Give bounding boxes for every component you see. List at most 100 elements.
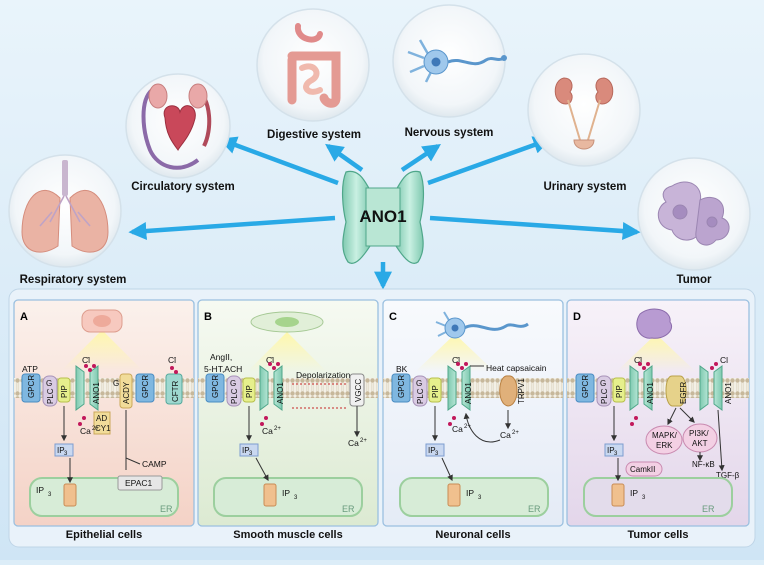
tumor-label: Tumor bbox=[677, 274, 712, 286]
nervous-label: Nervous system bbox=[405, 127, 494, 139]
panel-d-plc: PLC bbox=[600, 388, 609, 404]
panel-d-pi3k2: AKT bbox=[692, 439, 708, 448]
epac1-box bbox=[117, 475, 163, 491]
panel-c-ca2: Ca bbox=[500, 430, 511, 440]
svg-text:3: 3 bbox=[249, 451, 253, 457]
svg-text:-: - bbox=[87, 355, 89, 361]
g-plc-icon bbox=[42, 375, 58, 407]
panel-a-ano1: ANO1 bbox=[92, 382, 101, 404]
panel-d-camk: CamkII bbox=[630, 465, 655, 474]
gpcr-icon bbox=[205, 373, 225, 403]
circulatory-label: Circulatory system bbox=[131, 181, 235, 193]
panel-b-ca: Ca bbox=[262, 426, 273, 436]
panel-d-cl1: Cl bbox=[634, 355, 642, 365]
gpcr2-icon bbox=[135, 373, 155, 403]
ip3-icon bbox=[604, 443, 624, 457]
svg-text:3: 3 bbox=[64, 451, 68, 457]
svg-text:3: 3 bbox=[294, 495, 298, 501]
panel-c-beam bbox=[415, 334, 495, 372]
panel-b-ano1: ANO1 bbox=[276, 382, 285, 404]
smooth-muscle-nucleus-icon bbox=[275, 317, 299, 327]
digestive-label: Digestive system bbox=[267, 129, 361, 141]
tumor-cells-icon bbox=[657, 181, 730, 246]
panel-b-cl: Cl bbox=[266, 355, 274, 365]
panel-c-ip3: IP bbox=[428, 446, 436, 455]
panel-c-plc: PLC bbox=[416, 388, 425, 404]
adcy1-icon bbox=[93, 411, 111, 435]
panel-b-g: G bbox=[230, 379, 236, 388]
nervous-system: Nervous system bbox=[392, 4, 507, 139]
svg-text:-: - bbox=[639, 355, 641, 361]
intestine-icon bbox=[287, 23, 341, 108]
panel-c-er bbox=[399, 477, 549, 517]
svg-text:3: 3 bbox=[642, 495, 646, 501]
panel-a: A GPCR ATP G PLC PIP ANO1 Cl AD CY1 G AC… bbox=[13, 299, 195, 541]
panel-d-gpcr: GPCR bbox=[581, 375, 590, 398]
panel-a-arrows bbox=[61, 406, 141, 484]
tumor-system: Tumor bbox=[637, 157, 751, 286]
panel-a-cl2: Cl bbox=[168, 355, 176, 365]
ip3r-icon bbox=[63, 483, 77, 507]
ion-dots bbox=[448, 362, 468, 426]
ano1-channel-icon bbox=[447, 365, 471, 411]
panel-a-ip3: IP bbox=[57, 446, 65, 455]
ion-dots bbox=[630, 362, 718, 426]
svg-text:3: 3 bbox=[435, 451, 439, 457]
trpv1-icon bbox=[499, 375, 518, 407]
panel-a-letter: A bbox=[20, 311, 28, 323]
ip3r-icon bbox=[263, 483, 277, 507]
panel-c-g: G bbox=[416, 379, 422, 388]
respiratory-system: Respiratory system bbox=[8, 154, 127, 286]
lungs-icon bbox=[21, 160, 109, 253]
panel-b-ago2: 5-HT,ACH bbox=[204, 364, 242, 374]
egfr-icon bbox=[665, 375, 687, 407]
panel-c-ano1: ANO1 bbox=[464, 382, 473, 404]
circulatory-system: Circulatory system bbox=[125, 73, 235, 193]
urinary-system: Urinary system bbox=[527, 53, 641, 193]
panel-a-g1: G bbox=[46, 379, 52, 388]
panel-a-cftr: CFTR bbox=[171, 380, 180, 402]
panel-a-ca: Ca bbox=[80, 426, 91, 436]
panel-a-camp: CAMP bbox=[142, 459, 167, 469]
mapk-erk-bubble bbox=[645, 425, 683, 455]
panel-d-mapk2: ERK bbox=[656, 441, 673, 450]
panel-d-arrows bbox=[611, 406, 725, 482]
panel-d-mapk1: MAPK/ bbox=[652, 431, 678, 440]
panel-d-ip3: IP bbox=[607, 446, 615, 455]
panel-d-ano1: ANO1 bbox=[646, 382, 655, 404]
panel-d-ano1b: ANO1 bbox=[724, 382, 733, 404]
panel-c: C BK GPCR G PLC PIP ANO1 Cl Heat capsaic… bbox=[382, 299, 564, 541]
panel-b-plc: PLC bbox=[230, 388, 239, 404]
panel-b-box bbox=[197, 299, 379, 527]
ion-dots bbox=[78, 364, 178, 426]
panel-d-cl2: Cl bbox=[720, 355, 728, 365]
ano1-channel-icon bbox=[75, 365, 99, 411]
panel-a-plc: PLC bbox=[46, 388, 55, 404]
radial-arrows bbox=[128, 136, 641, 290]
panel-d-nfkb: NF-κB bbox=[692, 460, 715, 469]
panel-d-tgfb: TGF-β bbox=[716, 471, 740, 480]
acdy-icon bbox=[119, 373, 133, 409]
g-plc-icon bbox=[596, 375, 612, 407]
panel-a-ip3r: IP bbox=[36, 485, 44, 495]
panel-d-box bbox=[566, 299, 750, 527]
panel-b-ca2: Ca bbox=[348, 438, 359, 448]
respiratory-label: Respiratory system bbox=[20, 274, 127, 286]
gpcr-icon bbox=[575, 373, 595, 403]
panel-b-pip2: PIP bbox=[245, 385, 254, 398]
panel-b-arrows bbox=[246, 406, 360, 482]
panel-c-bk: BK bbox=[396, 364, 408, 374]
panel-c-box bbox=[382, 299, 564, 527]
ion-dots bbox=[260, 362, 280, 426]
tumor-cell-icon bbox=[636, 308, 672, 339]
panel-d-g: G bbox=[600, 379, 606, 388]
panel-a-epac: EPAC1 bbox=[125, 478, 153, 488]
panel-b-ip3: IP bbox=[242, 446, 250, 455]
panel-b-er-label: ER bbox=[342, 504, 355, 514]
panel-a-adcy1a: AD bbox=[96, 414, 107, 423]
panel-b-gpcr: GPCR bbox=[211, 375, 220, 398]
panel-c-pip2: PIP bbox=[431, 385, 440, 398]
panel-b-er bbox=[213, 477, 363, 517]
svg-text:-: - bbox=[271, 355, 273, 361]
